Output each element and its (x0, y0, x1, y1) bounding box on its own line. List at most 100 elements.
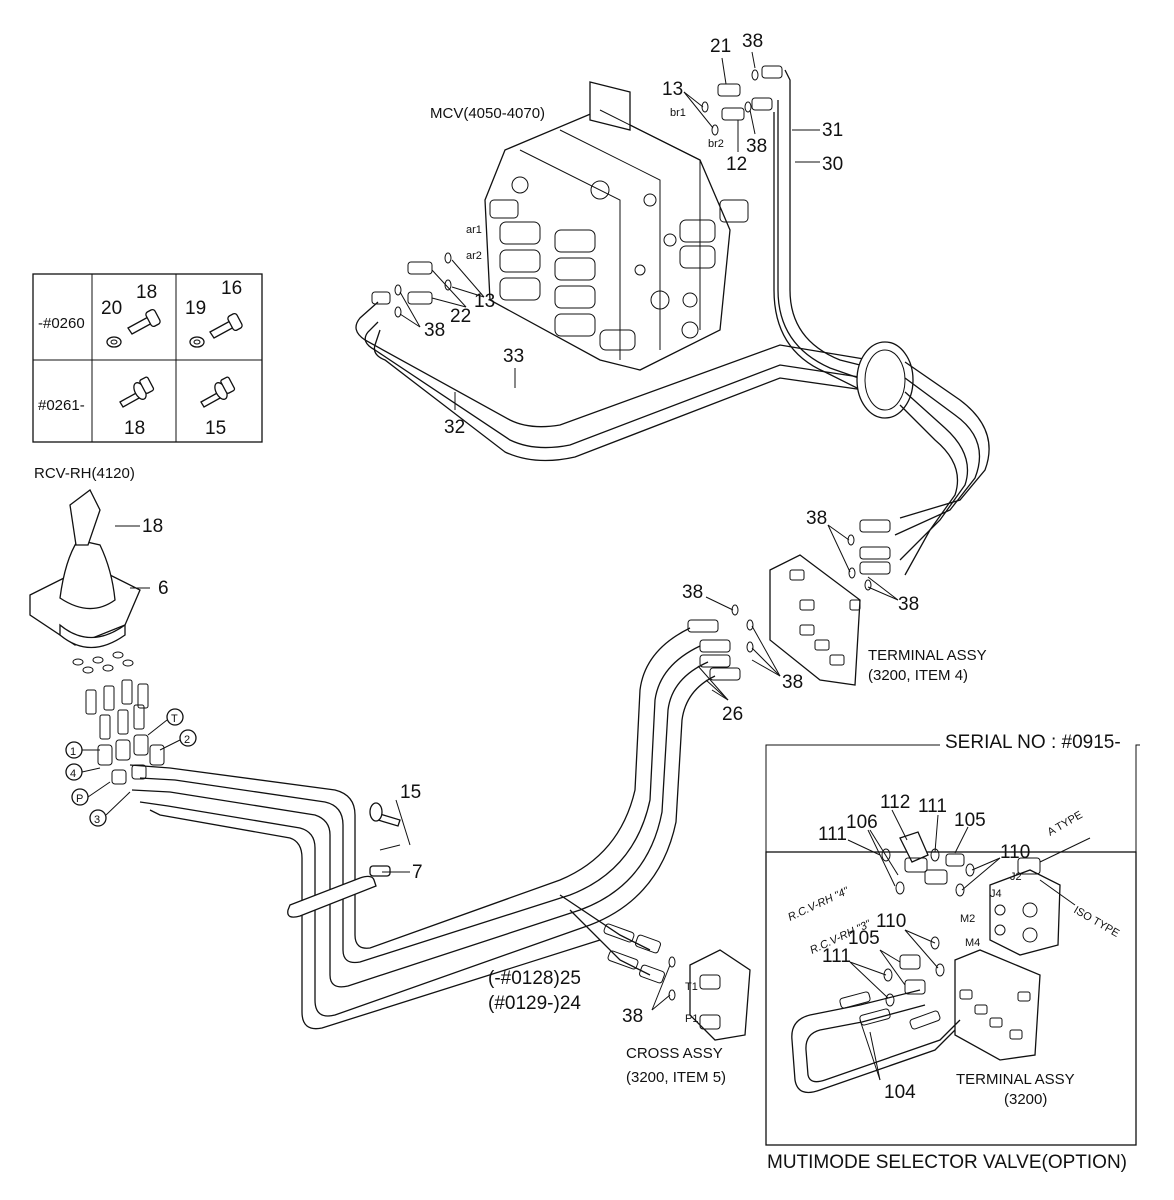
rcv-port-3-badge: 3 (89, 809, 107, 827)
terminal-lower-label-1: TERMINAL ASSY (956, 1071, 1075, 1088)
serial-label: SERIAL NO : #0915- (945, 732, 1121, 753)
port-m4-label: M4 (965, 937, 980, 949)
hose-fittings-24-25 (603, 923, 676, 1001)
rcv-port-4-badge: 4 (65, 763, 83, 781)
callout-6: 6 (158, 578, 169, 599)
callout-104: 104 (884, 1082, 916, 1103)
hoses-104 (791, 989, 961, 1094)
callout-12: 12 (726, 154, 747, 175)
rcv-port-1-badge: 1 (65, 741, 83, 759)
callout-leaders (115, 51, 1001, 1081)
washer-icon (189, 336, 205, 348)
callout-110-b: 110 (876, 911, 906, 932)
table-r1c2-right: 16 (221, 278, 242, 299)
a-type-label: A TYPE (1046, 809, 1085, 839)
table-row2-serial: #0261- (38, 397, 85, 414)
callout-15: 15 (400, 782, 421, 803)
terminal-assy-upper (769, 554, 861, 686)
callout-33: 33 (503, 346, 524, 367)
callout-32: 32 (444, 417, 465, 438)
svg-text:4: 4 (70, 768, 76, 780)
mms-valve-body (989, 837, 1091, 956)
bolt-15-icon (369, 802, 401, 827)
mms-inner-frame (765, 851, 1137, 1146)
svg-text:3: 3 (94, 814, 100, 826)
washer-icon (106, 336, 122, 348)
terminal-upper-label-1: TERMINAL ASSY (868, 647, 987, 664)
callout-38-t4: 38 (782, 672, 803, 693)
callout-38-t2: 38 (898, 594, 919, 615)
callout-18: 18 (142, 516, 163, 537)
callout-30: 30 (822, 154, 843, 175)
rcv-port-fittings (85, 679, 165, 785)
rcv-4-label: R.C.V-RH "4" (786, 885, 851, 924)
rcv-port-leaders (81, 719, 181, 816)
bolt-icon (127, 308, 161, 335)
callout-7: 7 (412, 862, 423, 883)
port-j2-label: J2 (1010, 871, 1022, 883)
callout-38-cross: 38 (622, 1006, 643, 1027)
iso-type-label: ISO TYPE (1072, 904, 1122, 940)
callout-111-a: 111 (918, 796, 947, 817)
table-r1c1-right: 18 (136, 282, 157, 303)
callout-31: 31 (822, 120, 843, 141)
mcv-valve-block (484, 81, 749, 371)
port-br2-label: br2 (708, 138, 724, 150)
callout-110-a: 110 (1000, 842, 1030, 863)
mcv-top-fittings (701, 65, 783, 136)
hoses-rcv-to-terminal (129, 627, 716, 1030)
callout-38-t3: 38 (682, 582, 703, 603)
bolt-washer-icon (119, 376, 155, 408)
svg-text:1: 1 (70, 746, 76, 758)
callout-112: 112 (880, 792, 910, 813)
mms-terminal-block (954, 949, 1041, 1061)
rcv-label: RCV-RH(4120) (34, 465, 135, 482)
callout-105-b: 105 (848, 928, 880, 949)
port-m2-label: M2 (960, 913, 975, 925)
callout-105-a: 105 (954, 810, 986, 831)
port-ar2-label: ar2 (466, 250, 482, 262)
callout-106: 106 (846, 812, 878, 833)
mcv-left-fittings (371, 252, 452, 318)
bolt-icon (209, 312, 243, 339)
cross-assy-label-2: (3200, ITEM 5) (626, 1069, 726, 1086)
svg-text:P: P (76, 793, 83, 805)
callout-numbers: 21 38 13 31 12 38 30 13 22 38 33 32 18 6… (142, 31, 1030, 1103)
table-row1-serial: -#0260 (38, 315, 85, 332)
svg-text:T: T (171, 713, 178, 725)
table-r1c2-left: 19 (185, 298, 206, 319)
callout-25: (-#0128)25 (488, 968, 581, 989)
svg-text:2: 2 (184, 734, 190, 746)
callout-26: 26 (722, 704, 743, 725)
callout-21: 21 (710, 36, 731, 57)
callout-13-top: 13 (662, 79, 683, 100)
hoses-24-25 (559, 894, 651, 976)
port-br1-label: br1 (670, 107, 686, 119)
hose-30-31 (773, 69, 881, 393)
callout-38-mid: 38 (424, 320, 445, 341)
table-r1c1-left: 20 (101, 298, 122, 319)
callout-22: 22 (450, 306, 471, 327)
rcv-port-2-badge: 2 (179, 729, 197, 747)
serial-table: -#0260 #0261- 20 18 19 16 18 15 (32, 273, 263, 443)
hose-ring-clamp (856, 341, 914, 419)
table-r2c1: 18 (124, 418, 145, 439)
callout-38-t1: 38 (806, 508, 827, 529)
mcv-label: MCV(4050-4070) (430, 105, 545, 122)
hose-32-33 (355, 301, 871, 462)
cross-assy (689, 949, 751, 1041)
rcv-joystick (29, 489, 141, 648)
rcv-seals (72, 651, 134, 674)
callout-111-b: 111 (818, 824, 847, 845)
callout-24: (#0129-)24 (488, 993, 581, 1014)
rcv-port-t-badge: T (166, 708, 184, 726)
port-t1-label: T1 (685, 981, 698, 993)
cross-assy-label-1: CROSS ASSY (626, 1045, 723, 1062)
bolt-washer-icon (200, 376, 236, 408)
callout-38-b: 38 (746, 136, 767, 157)
port-ar1-label: ar1 (466, 224, 482, 236)
terminal-lower-label-2: (3200) (1004, 1091, 1047, 1108)
callout-111-c: 111 (822, 946, 851, 967)
rcv-port-p-badge: P (71, 788, 89, 806)
